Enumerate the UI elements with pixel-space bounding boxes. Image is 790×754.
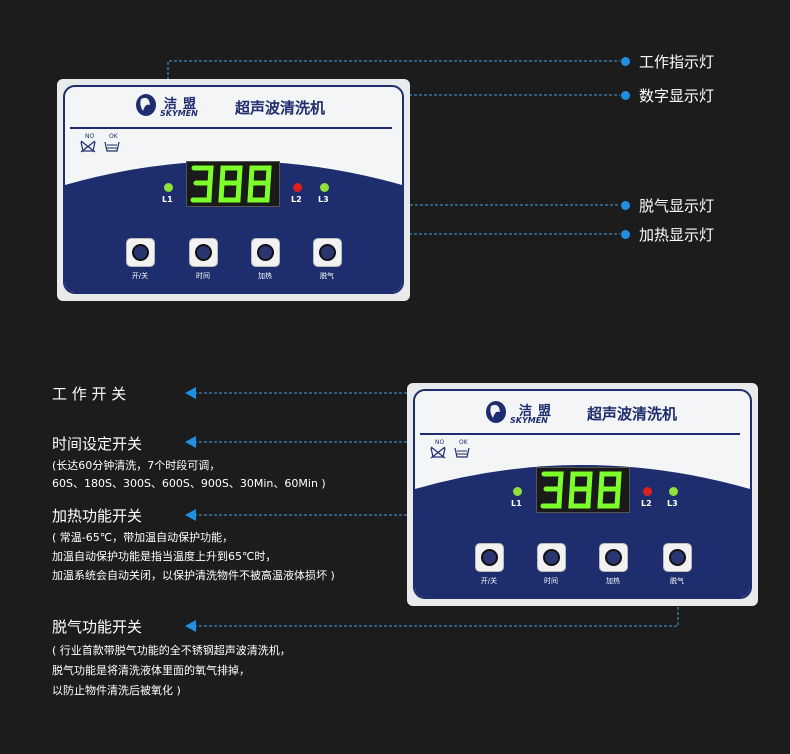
- button-ring: [481, 549, 498, 566]
- power-button[interactable]: [475, 543, 504, 572]
- arrow-left-icon: [185, 509, 196, 521]
- control-panel-bottom: 洁盟 SKYMEN 超声波清洗机 NO OK L1 L2 L3 开/关 时间 加…: [407, 383, 758, 606]
- time-button[interactable]: [537, 543, 566, 572]
- degas-button-label: 脱气: [670, 577, 684, 585]
- degas-desc-line-3: 以防止物件清洗后被氧化 ): [52, 684, 181, 697]
- callout-work-indicator: 工作指示灯: [639, 53, 715, 71]
- callout-heat-indicator: 加热显示灯: [639, 226, 715, 244]
- button-ring: [543, 549, 560, 566]
- brand-name-en: SKYMEN: [510, 416, 548, 425]
- wash-no-label: NO: [85, 133, 95, 140]
- led-l3-label: L3: [667, 499, 678, 508]
- wash-ok-label: OK: [459, 439, 468, 446]
- degas-button[interactable]: [663, 543, 692, 572]
- line-work-indicator: [167, 60, 620, 180]
- callout-dot: [621, 91, 630, 100]
- no-wash-icon: [80, 140, 96, 153]
- callout-time-switch: 时间设定开关: [52, 435, 143, 453]
- callout-power-switch: 工 作 开 关: [52, 385, 127, 403]
- arrow-left-icon: [185, 436, 196, 448]
- heat-desc-line-2: 加温自动保护功能是指当温度上升到65℃时，: [52, 550, 277, 563]
- time-button[interactable]: [189, 238, 218, 267]
- led-l1-label: L1: [511, 499, 522, 508]
- wash-ok-icon: [104, 141, 120, 152]
- callout-dot: [621, 57, 630, 66]
- led-l3-label: L3: [318, 195, 329, 204]
- brand-name-cn: 洁盟: [164, 97, 203, 112]
- brand-logo-icon: [136, 94, 156, 116]
- title-divider: [420, 433, 740, 435]
- led-l2: [643, 487, 652, 496]
- power-button-label: 开/关: [480, 577, 498, 585]
- led-l3: [320, 183, 329, 192]
- degas-button[interactable]: [313, 238, 342, 267]
- button-ring: [257, 244, 274, 261]
- control-panel-top: 洁盟 SKYMEN 超声波清洗机 NO OK L1 L2 L3 开/关 时间 加…: [57, 79, 410, 301]
- brand-name-cn: 洁盟: [519, 404, 558, 419]
- heat-button-label: 加热: [606, 577, 620, 585]
- degas-button-label: 脱气: [320, 272, 334, 280]
- led-l2: [293, 183, 302, 192]
- led-l3: [669, 487, 678, 496]
- product-title: 超声波清洗机: [587, 405, 678, 423]
- arrow-left-icon: [185, 387, 196, 399]
- time-desc-line-1: (长达60分钟清洗，7个时段可调，: [52, 459, 221, 472]
- heat-desc-line-1: ( 常温-65℃，带加温自动保护功能，: [52, 531, 234, 544]
- degas-desc-line-2: 脱气功能是将清洗液体里面的氧气排掉，: [52, 664, 250, 677]
- time-button-label: 时间: [196, 272, 210, 280]
- callout-degas-switch: 脱气功能开关: [52, 618, 143, 636]
- callout-dot: [621, 230, 630, 239]
- heat-button[interactable]: [251, 238, 280, 267]
- led-l1-label: L1: [162, 195, 173, 204]
- callout-digital-display: 数字显示灯: [639, 87, 715, 105]
- degas-desc-line-1: ( 行业首款带脱气功能的全不锈钢超声波清洗机，: [52, 644, 291, 657]
- wash-ok-label: OK: [109, 133, 118, 140]
- button-ring: [605, 549, 622, 566]
- button-ring: [195, 244, 212, 261]
- brand-logo-icon: [486, 401, 506, 423]
- heat-desc-line-3: 加温系统会自动关闭，以保护清洗物件不被高温液体损坏 ): [52, 569, 335, 582]
- arrow-left-icon: [185, 620, 196, 632]
- time-button-label: 时间: [544, 577, 558, 585]
- time-desc-line-2: 60S、180S、300S、600S、900S、30Min、60Min ): [52, 477, 326, 490]
- display-digits: [540, 471, 622, 509]
- digital-display: [186, 161, 280, 207]
- digital-display: [536, 467, 630, 513]
- product-title: 超声波清洗机: [235, 99, 326, 117]
- button-ring: [132, 244, 149, 261]
- led-l1: [513, 487, 522, 496]
- led-l2-label: L2: [291, 195, 302, 204]
- display-digits: [190, 165, 272, 203]
- button-ring: [669, 549, 686, 566]
- wash-ok-icon: [454, 447, 470, 458]
- heat-button-label: 加热: [258, 272, 272, 280]
- led-l2-label: L2: [641, 499, 652, 508]
- led-l1: [164, 183, 173, 192]
- brand-name-en: SKYMEN: [160, 109, 198, 118]
- wash-no-label: NO: [435, 439, 445, 446]
- power-button-label: 开/关: [131, 272, 149, 280]
- callout-heat-switch: 加热功能开关: [52, 507, 143, 525]
- heat-button[interactable]: [599, 543, 628, 572]
- power-button[interactable]: [126, 238, 155, 267]
- callout-degas-indicator: 脱气显示灯: [639, 197, 715, 215]
- title-divider: [70, 127, 392, 129]
- button-ring: [319, 244, 336, 261]
- callout-dot: [621, 201, 630, 210]
- line-degas-switch: [194, 580, 679, 627]
- no-wash-icon: [430, 446, 446, 459]
